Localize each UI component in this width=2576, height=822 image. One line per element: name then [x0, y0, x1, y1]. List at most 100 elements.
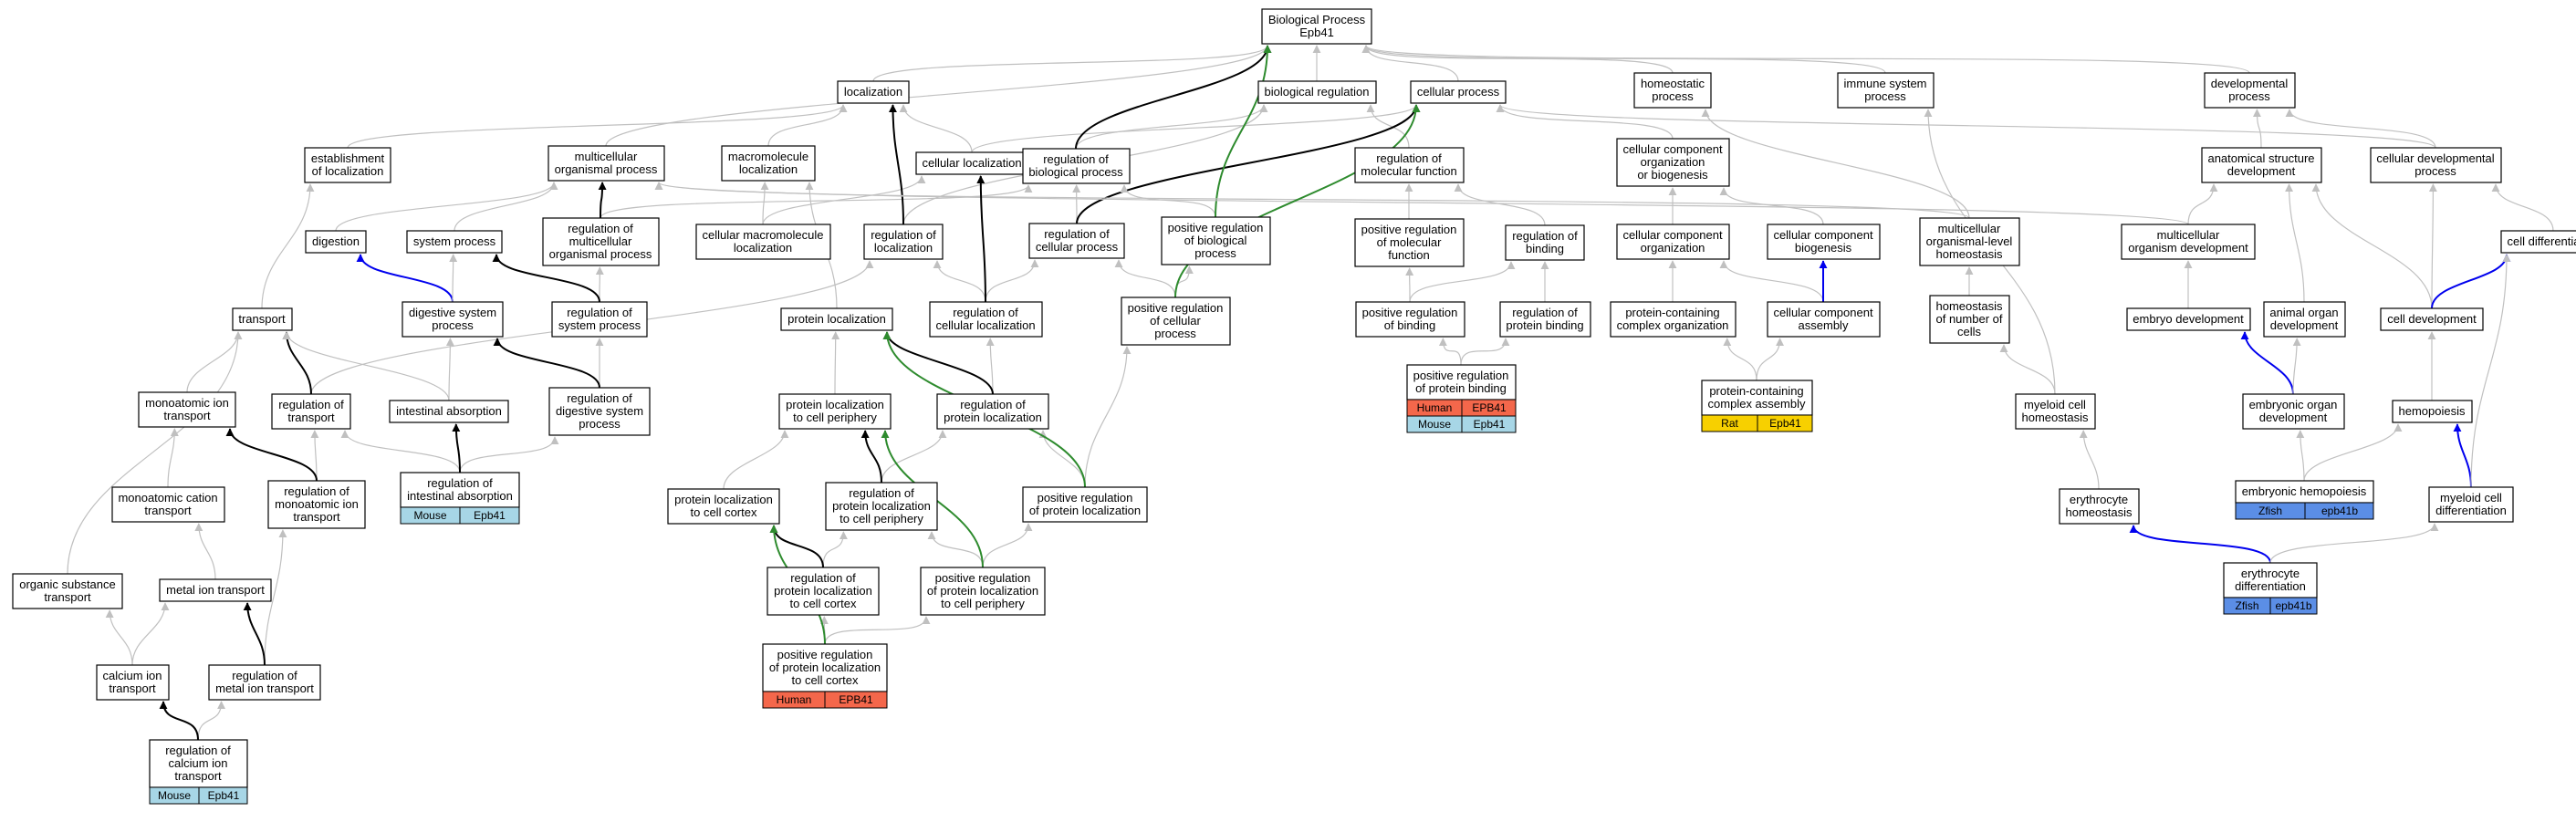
edge-is-a [261, 183, 315, 309]
edge-is-a [2079, 430, 2100, 490]
node-label-line: localization [734, 241, 792, 255]
go-term-node[interactable]: cell differentiation [2500, 230, 2576, 254]
node-box [2263, 301, 2346, 338]
node-label-line: to cell cortex [792, 673, 859, 687]
node-label-line: cellular component [1773, 228, 1873, 242]
edge-is-a [445, 338, 454, 401]
node-label-line: protein-containing [1709, 384, 1803, 398]
go-term-node[interactable]: embryo development [2126, 307, 2251, 331]
edge-is-a [971, 104, 1421, 153]
edge-is-a [310, 430, 319, 482]
node-label-line: digestive system [556, 404, 643, 418]
go-term-node[interactable]: cellular localization [915, 151, 1029, 175]
go-term-node[interactable]: metal ion transport [159, 578, 272, 602]
go-term-node[interactable]: transport [232, 307, 293, 331]
node-box [2201, 147, 2322, 183]
node-label-line: protein localization [832, 499, 931, 513]
node-label-line: positive regulation [1038, 491, 1133, 505]
node-label-line: embryo development [2133, 312, 2244, 326]
go-term-node[interactable]: intestinal absorption [389, 400, 509, 423]
node-box [232, 307, 293, 331]
node-label-line: hemopoiesis [2399, 404, 2466, 418]
go-term-node[interactable]: digestion [305, 230, 367, 254]
go-term-node[interactable]: localization [837, 80, 910, 104]
node-label-line: metal ion transport [166, 583, 265, 597]
node-label-line: process [1652, 89, 1694, 103]
node-box [1929, 295, 2010, 344]
go-term-node[interactable]: system process [406, 230, 503, 254]
node-box [929, 301, 1043, 338]
node-label-line: organization [1641, 241, 1705, 255]
gene-label: epb41b [2275, 599, 2311, 612]
node-label-line: regulation of [1512, 306, 1578, 319]
go-term-node[interactable]: protein localization [780, 307, 893, 331]
go-term-node[interactable]: cellular process [1410, 80, 1507, 104]
node-label-line: positive regulation [935, 571, 1031, 585]
go-term-node[interactable]: hemopoiesis [2392, 400, 2473, 423]
go-term-node[interactable]: cell development [2380, 307, 2484, 331]
node-label-line: monoatomic cation [118, 491, 217, 505]
go-term-node[interactable]: biological regulation [1257, 80, 1377, 104]
edge-is-a [105, 609, 133, 666]
